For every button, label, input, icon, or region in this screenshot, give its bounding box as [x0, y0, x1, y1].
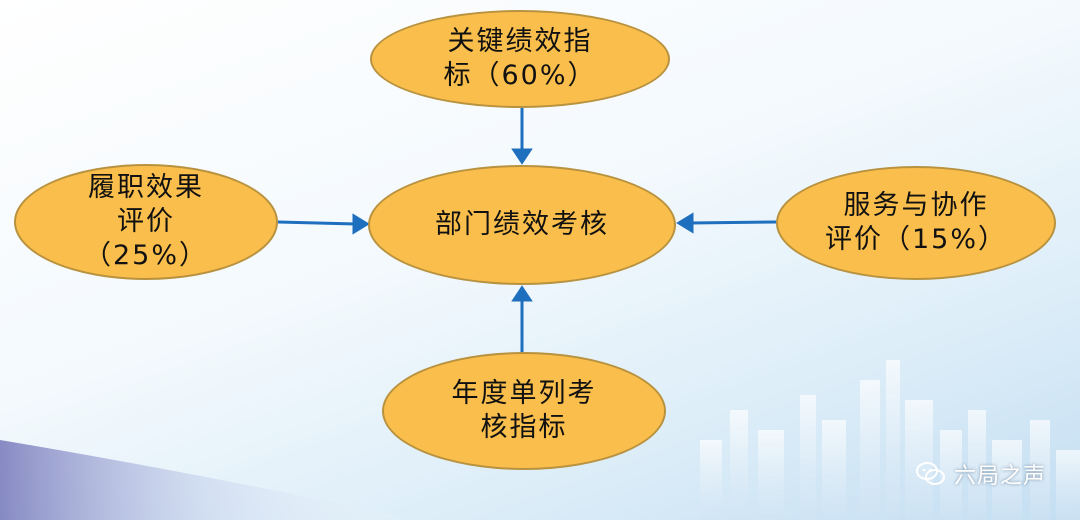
node-left-label: 履职效果 评价 （25%）: [83, 172, 208, 271]
watermark-text: 六局之声: [953, 464, 1046, 489]
bottom-swoosh: [0, 440, 420, 520]
city-skyline: [700, 360, 1080, 520]
watermark: 六局之声: [915, 458, 1046, 490]
node-center-label: 部门绩效考核: [435, 209, 609, 240]
arrows: [277, 108, 777, 352]
node-top-label: 关键绩效指 标（60%）: [443, 26, 597, 91]
arrow-right-to-center: [689, 220, 777, 225]
node-key-performance-indicators: 关键绩效指 标（60%）: [370, 10, 670, 108]
node-department-performance-assessment: 部门绩效考核: [368, 165, 676, 285]
node-service-collaboration-evaluation: 服务与协作 评价（15%）: [776, 166, 1056, 280]
node-bottom-label: 年度单列考 核指标: [451, 378, 597, 443]
node-duty-performance-evaluation: 履职效果 评价 （25%）: [14, 164, 278, 280]
node-right-label: 服务与协作 评价（15%）: [824, 190, 1007, 255]
arrow-left-to-center: [277, 220, 357, 226]
wechat-icon: [915, 462, 945, 485]
node-annual-separate-indicators: 年度单列考 核指标: [382, 352, 666, 470]
